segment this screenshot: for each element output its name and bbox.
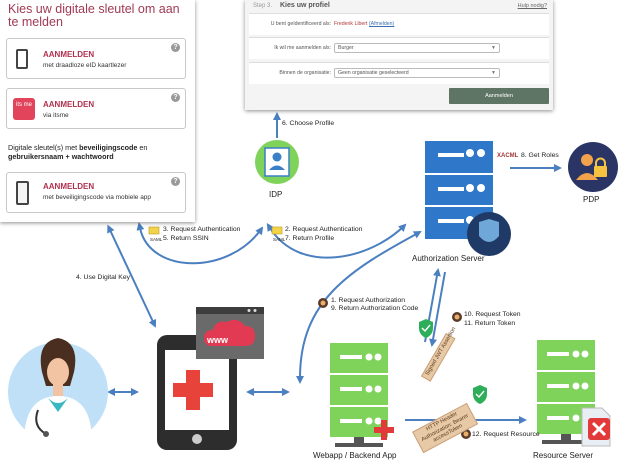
- step-9-label: 9. Return Authorization Code: [331, 305, 419, 312]
- login-description: Digitale sleutel(s) met beveiligingscode…: [8, 143, 188, 161]
- role-select[interactable]: Burger ▼: [334, 43, 500, 53]
- login-option-sub: met beveiligingscode via mobiele app: [43, 194, 152, 201]
- step-8-label: 8. Get Roles: [521, 152, 559, 159]
- selected-value: Geen organisatie geselecteerd: [338, 70, 409, 76]
- shield-check-icon-2: [473, 385, 487, 404]
- browser-www-icon: [196, 307, 264, 359]
- help-icon[interactable]: ?: [171, 177, 180, 186]
- oauth-badge-icon-3: [461, 429, 471, 439]
- login-option-eid[interactable]: AANMELDEN met draadloze eID kaartlezer ?: [6, 38, 186, 79]
- login-option-label: AANMELDEN: [43, 100, 95, 109]
- login-option-sub: met draadloze eID kaartlezer: [43, 62, 127, 69]
- selected-value: Burger: [338, 45, 354, 51]
- organisation-select[interactable]: Geen organisatie geselecteerd ▼: [334, 68, 500, 78]
- help-icon[interactable]: ?: [171, 43, 180, 52]
- profile-row-role: Ik wil me aanmelden als: Burger ▼: [249, 37, 549, 59]
- help-icon[interactable]: ?: [171, 93, 180, 102]
- profile-row-organisation: Binnen de organisatie: Geen organisatie …: [249, 62, 549, 84]
- profile-step: Step 3.: [253, 3, 273, 9]
- login-option-sub: via itsme: [43, 112, 69, 119]
- row-value: Frederik Libert (Afmelden): [334, 21, 394, 27]
- resource-server-icon: [537, 340, 611, 447]
- arrow-authserver-to-webapp-token: [429, 271, 446, 347]
- step-1-label: 1. Request Authorization: [331, 297, 406, 304]
- oauth-badge-icon-1: [318, 298, 328, 308]
- help-link[interactable]: Hulp nodig?: [517, 3, 547, 9]
- pdp-label: PDP: [583, 195, 600, 204]
- login-option-itsme[interactable]: its me AANMELDEN via itsme ?: [6, 88, 186, 129]
- arrow-login-to-phone: [107, 224, 157, 328]
- row-key: Ik wil me aanmelden als:: [274, 45, 331, 51]
- smartphone-icon: [157, 335, 237, 450]
- saml-token-icon-left: [148, 226, 160, 235]
- saml-tag-left: SAML: [150, 237, 163, 242]
- step-12-label: 12. Request Resource: [472, 431, 540, 438]
- login-title: Kies uw digitale sleutel om aan te melde…: [8, 2, 180, 29]
- resource-server-label: Resource Server: [533, 451, 594, 460]
- webapp-server-icon: [330, 343, 394, 447]
- chevron-down-icon: ▼: [491, 45, 496, 51]
- desc-part-bold: beveiligingscode: [79, 143, 138, 152]
- doctor-avatar: [8, 338, 108, 442]
- idp-label: IDP: [269, 190, 283, 199]
- step-5-label: 5. Return SSIN: [163, 235, 209, 242]
- profile-panel: Step 3. Kies uw profiel Hulp nodig? U be…: [245, 0, 553, 110]
- row-key: U bent geïdentificeerd als:: [270, 21, 331, 27]
- arrow-webapp-to-authserver: [296, 231, 422, 384]
- profile-title: Kies uw profiel: [280, 2, 330, 9]
- step-4-label: 4. Use Digital Key: [76, 274, 131, 281]
- desc-part: en: [137, 143, 148, 152]
- card-reader-icon: [16, 49, 28, 69]
- step-6-label: 6. Choose Profile: [282, 120, 335, 127]
- chevron-down-icon: ▼: [491, 70, 496, 76]
- idp-icon: [255, 140, 299, 184]
- step-2-label: 2. Request Authentication: [285, 226, 363, 233]
- saml-token-icon-middle: [271, 226, 283, 235]
- step-7-label: 7. Return Profile: [285, 235, 335, 242]
- shield-check-icon-1: [419, 319, 433, 338]
- authorization-server-icon: [425, 141, 511, 256]
- xacml-tag: XACML: [497, 153, 519, 159]
- desc-part-bold: gebruikersnaam + wachtwoord: [8, 152, 114, 161]
- user-name: Frederik Libert: [334, 21, 368, 27]
- login-option-label: AANMELDEN: [43, 182, 95, 191]
- login-panel: Kies uw digitale sleutel om aan te melde…: [0, 0, 195, 222]
- itsme-logo: its me: [13, 98, 35, 120]
- login-option-mobile-app[interactable]: AANMELDEN met beveiligingscode via mobie…: [6, 172, 186, 213]
- row-key: Binnen de organisatie:: [279, 70, 331, 76]
- login-option-label: AANMELDEN: [43, 50, 95, 59]
- oauth-badge-icon-2: [452, 312, 462, 322]
- logout-link[interactable]: (Afmelden): [368, 21, 395, 27]
- step-10-label: 10. Request Token: [464, 311, 521, 318]
- step-3-label: 3. Request Authentication: [163, 226, 241, 233]
- pdp-icon: [568, 142, 618, 192]
- step-11-label: 11. Return Token: [464, 320, 516, 327]
- mobile-app-icon: [16, 181, 29, 205]
- desc-part: Digitale sleutel(s) met: [8, 143, 80, 152]
- www-text: www: [207, 335, 229, 345]
- login-submit-button[interactable]: Aanmelden: [449, 88, 549, 104]
- saml-tag-middle: SAML: [273, 237, 286, 242]
- authorization-server-label: Authorization Server: [412, 254, 485, 263]
- webapp-label: Webapp / Backend App: [313, 451, 397, 460]
- profile-row-identity: U bent geïdentificeerd als: Frederik Lib…: [249, 13, 549, 35]
